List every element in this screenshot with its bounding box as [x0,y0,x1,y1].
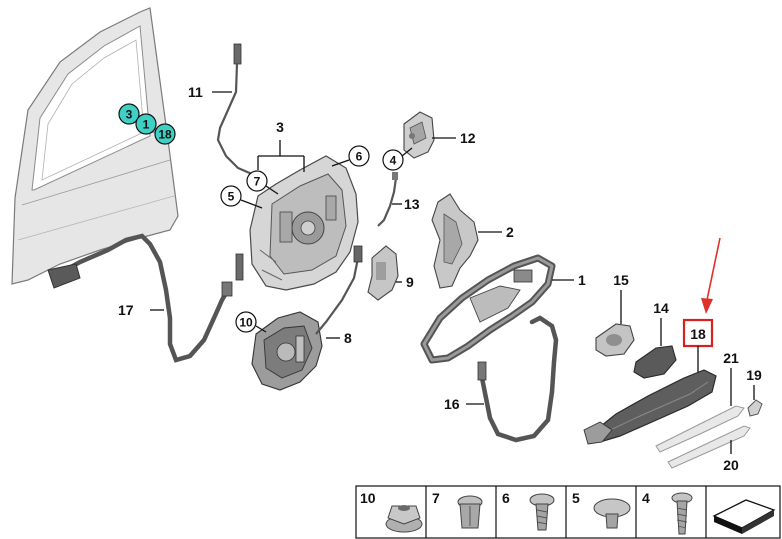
lock-assembly [235,155,359,291]
label-12[interactable]: 12 [460,130,476,146]
label-1[interactable]: 1 [578,272,586,288]
label-19[interactable]: 19 [746,367,762,383]
svg-text:10: 10 [239,316,253,330]
trim-strip-21 [655,405,745,453]
svg-text:1: 1 [143,118,150,132]
leader-5 [240,199,263,209]
lock-module-10 [251,311,323,391]
label-16[interactable]: 16 [444,396,460,412]
door-marker-1[interactable]: 1 [135,113,157,135]
cable-16 [477,315,559,443]
door-marker-3[interactable]: 3 [118,103,140,125]
label-20[interactable]: 20 [723,457,739,473]
bracket-3 [257,140,305,172]
label-13[interactable]: 13 [404,196,420,212]
hardware-6-screw: 6 [502,490,555,531]
svg-text:7: 7 [432,490,440,506]
hardware-strip [355,485,781,539]
svg-text:5: 5 [572,490,580,506]
rod-8 [315,245,363,335]
label-14[interactable]: 14 [653,300,669,316]
label-17[interactable]: 17 [118,302,134,318]
label-4[interactable]: 4 [382,149,404,171]
svg-text:18: 18 [158,128,172,142]
label-15[interactable]: 15 [613,272,629,288]
leader-7 [265,185,279,195]
cap-19 [747,399,763,417]
svg-text:4: 4 [642,490,650,506]
handle-carrier-1 [420,254,556,364]
svg-text:6: 6 [502,490,510,506]
svg-text:6: 6 [356,150,363,164]
label-6[interactable]: 6 [348,145,370,167]
label-7[interactable]: 7 [246,170,268,192]
label-18[interactable]: 18 [690,326,706,342]
svg-text:10: 10 [360,490,376,506]
label-21[interactable]: 21 [723,350,739,366]
svg-text:7: 7 [254,175,261,189]
svg-text:3: 3 [126,108,133,122]
hardware-7-clip: 7 [432,490,483,529]
leader-6 [331,159,350,167]
rod-11 [216,43,253,176]
cover-14 [633,345,677,379]
svg-text:5: 5 [228,190,235,204]
svg-text:4: 4 [390,154,397,168]
label-3[interactable]: 3 [276,119,284,135]
door-panel [11,7,179,285]
hardware-4-screw: 4 [642,490,693,535]
rod-13 [377,172,398,227]
bracket-9 [367,245,399,301]
cable-17 [47,233,233,363]
hardware-5-screw: 5 [572,490,631,529]
label-10[interactable]: 10 [235,311,257,333]
label-11[interactable]: 11 [188,84,203,100]
leader-4 [401,147,413,157]
label-2[interactable]: 2 [506,224,514,240]
label-8[interactable]: 8 [344,330,352,346]
leader-10 [255,325,267,333]
trim-strip-20 [667,425,751,469]
outer-handle-18 [583,369,717,445]
striker-12 [403,111,435,159]
red-arrow [701,237,721,314]
label-9[interactable]: 9 [406,274,414,290]
label-5[interactable]: 5 [220,185,242,207]
panel-icon [712,499,776,534]
cap-15 [595,323,635,357]
bracket-2 [431,193,479,289]
door-marker-18[interactable]: 18 [154,123,176,145]
hardware-10-nut: 10 [360,490,423,533]
